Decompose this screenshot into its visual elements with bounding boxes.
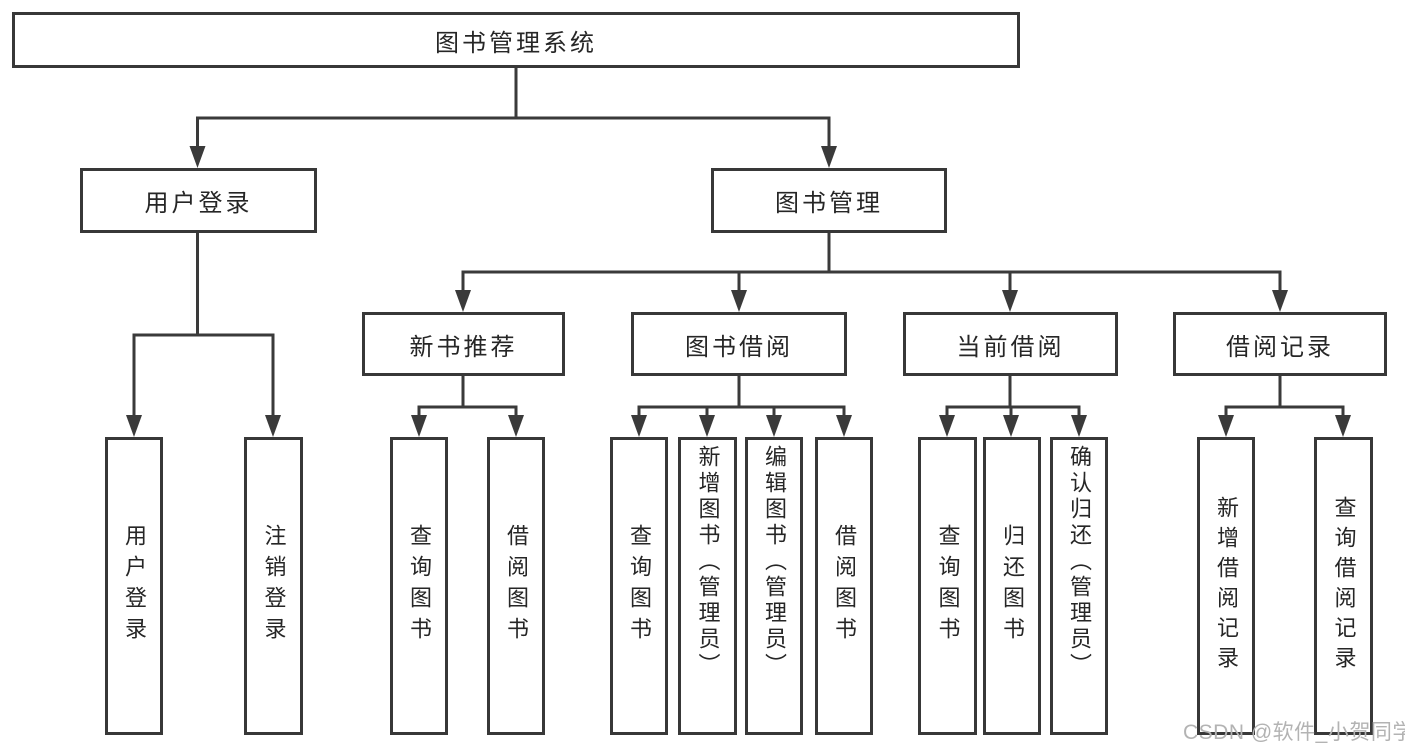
leaf-borrow-borrow-books: 借阅图书 (815, 437, 873, 735)
leaf-current-query-books-label: 查询图书 (935, 524, 961, 648)
arrowhead (939, 415, 955, 437)
leaf-recommend-query-books-label: 查询图书 (407, 524, 432, 648)
leaf-recommend-borrow-books-label: 借阅图书 (504, 524, 529, 648)
node-book-borrow-label: 图书借阅 (685, 333, 793, 361)
arrowhead (836, 415, 852, 437)
node-book-management: 图书管理 (711, 168, 947, 233)
arrowhead (189, 146, 206, 168)
node-user-login: 用户登录 (80, 168, 317, 233)
node-new-book-recommend-label: 新书推荐 (409, 333, 518, 361)
leaf-logout: 注销登录 (244, 437, 303, 735)
leaf-borrow-borrow-books-label: 借阅图书 (832, 524, 857, 648)
leaf-borrow-add-books-admin: 新增图书（管理员） (678, 437, 737, 735)
arrowhead (699, 415, 715, 437)
leaf-borrow-query-books: 查询图书 (610, 437, 668, 735)
leaf-records-add-record-label: 新增借阅记录 (1214, 496, 1239, 676)
arrowhead (455, 290, 471, 312)
arrowhead (631, 415, 647, 437)
arrowhead (411, 415, 427, 437)
leaf-logout-label: 注销登录 (261, 524, 287, 648)
arrowhead (1071, 415, 1087, 437)
leaf-borrow-query-books-label: 查询图书 (627, 524, 652, 648)
arrowhead (126, 415, 142, 437)
arrowhead (1002, 290, 1018, 312)
leaf-user-login: 用户登录 (105, 437, 163, 735)
leaf-borrow-edit-books-admin: 编辑图书（管理员） (745, 437, 803, 735)
leaf-user-login-label: 用户登录 (122, 524, 147, 648)
arrowhead (766, 415, 782, 437)
node-borrow-records-label: 借阅记录 (1226, 333, 1334, 361)
arrowhead (1003, 415, 1019, 437)
node-user-login-label: 用户登录 (144, 190, 253, 217)
node-new-book-recommend: 新书推荐 (362, 312, 565, 376)
node-current-borrow: 当前借阅 (903, 312, 1118, 376)
leaf-records-query-record: 查询借阅记录 (1314, 437, 1373, 735)
leaf-current-confirm-return-admin: 确认归还（管理员） (1050, 437, 1108, 735)
leaf-records-query-record-label: 查询借阅记录 (1331, 496, 1357, 676)
leaf-current-confirm-return-admin-label: 确认归还（管理员） (1067, 445, 1092, 679)
node-current-borrow-label: 当前借阅 (956, 333, 1065, 361)
arrowhead (1335, 415, 1351, 437)
leaf-recommend-borrow-books: 借阅图书 (487, 437, 545, 735)
leaf-recommend-query-books: 查询图书 (390, 437, 448, 735)
leaf-current-return-books-label: 归还图书 (1000, 524, 1025, 648)
node-root: 图书管理系统 (12, 12, 1020, 68)
arrowhead (1272, 290, 1288, 312)
leaf-current-query-books: 查询图书 (918, 437, 977, 735)
arrowhead (1218, 415, 1234, 437)
leaf-borrow-edit-books-admin-label: 编辑图书（管理员） (762, 445, 787, 679)
leaf-current-return-books: 归还图书 (983, 437, 1041, 735)
node-book-borrow: 图书借阅 (631, 312, 847, 376)
arrowhead (508, 415, 524, 437)
watermark: CSDN @软件_小贺同学 (1183, 721, 1405, 744)
node-root-label: 图书管理系统 (435, 29, 597, 57)
arrowhead (821, 146, 837, 168)
arrowhead (731, 290, 747, 312)
leaf-records-add-record: 新增借阅记录 (1197, 437, 1255, 735)
node-borrow-records: 借阅记录 (1173, 312, 1387, 376)
node-book-management-label: 图书管理 (775, 190, 883, 217)
leaf-borrow-add-books-admin-label: 新增图书（管理员） (695, 445, 721, 679)
arrowhead (265, 415, 281, 437)
